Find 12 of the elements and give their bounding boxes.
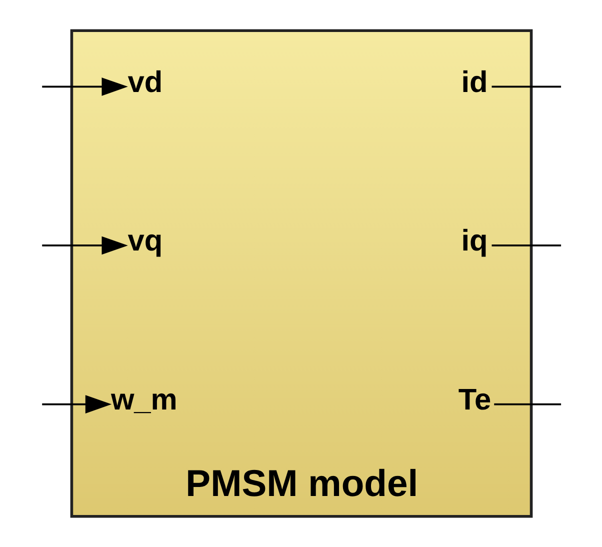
arrow — [42, 395, 112, 414]
connector — [494, 403, 561, 406]
node-text: w_m — [110, 384, 177, 417]
node-text: vq — [127, 224, 162, 258]
arrow — [42, 236, 128, 255]
connector — [491, 86, 561, 88]
arrow — [42, 78, 128, 96]
node-text: Te — [458, 384, 491, 417]
node-text: vd — [127, 66, 162, 99]
connector — [491, 244, 561, 246]
node-text: id — [460, 66, 488, 99]
node-text: iq — [460, 224, 488, 258]
